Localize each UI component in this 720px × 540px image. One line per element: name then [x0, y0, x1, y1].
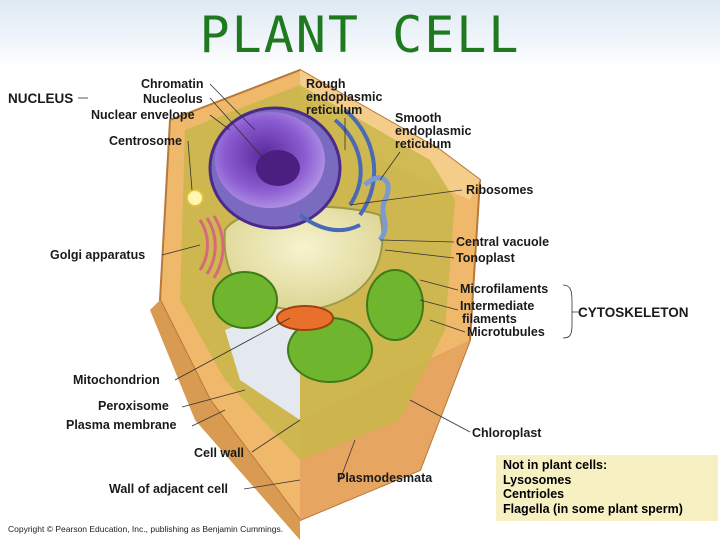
note-item-lysosomes: Lysosomes	[503, 472, 572, 487]
label-smooth-er-2: endoplasmic	[395, 124, 472, 138]
golgi-apparatus	[198, 215, 225, 279]
label-smooth-er-3: reticulum	[395, 137, 452, 151]
label-nucleus: NUCLEUS	[8, 91, 74, 106]
label-intermediate-2: filaments	[462, 312, 517, 326]
label-plasmodesmata: Plasmodesmata	[337, 471, 433, 485]
label-tonoplast: Tonoplast	[456, 251, 515, 265]
mitochondrion	[276, 305, 334, 331]
label-central-vacuole: Central vacuole	[456, 235, 550, 249]
label-ribosomes: Ribosomes	[466, 183, 534, 197]
chloroplasts	[212, 269, 424, 383]
cytosol-region	[225, 300, 300, 420]
label-microtubules: Microtubules	[467, 325, 545, 339]
label-microfilaments: Microfilaments	[460, 282, 549, 296]
leader-lines	[78, 83, 580, 490]
label-intermediate-1: Intermediate	[460, 299, 535, 313]
copyright-text: Copyright © Pearson Education, Inc., pub…	[8, 524, 284, 534]
title-banner: PLANT CELL	[0, 0, 720, 68]
label-nuclear-envelope: Nuclear envelope	[91, 108, 195, 122]
label-centrosome: Centrosome	[109, 134, 182, 148]
label-cell-wall: Cell wall	[194, 446, 245, 460]
label-golgi: Golgi apparatus	[50, 248, 146, 262]
label-mitochondrion: Mitochondrion	[73, 373, 160, 387]
page-title: PLANT CELL	[199, 6, 521, 64]
not-in-plant-cells-box: Not in plant cells: Lysosomes Centrioles…	[496, 455, 718, 521]
nucleus	[208, 106, 342, 230]
label-chloroplast: Chloroplast	[472, 426, 542, 440]
note-heading: Not in plant cells:	[503, 458, 608, 472]
label-rough-er-3: reticulum	[306, 103, 363, 117]
label-peroxisome: Peroxisome	[98, 399, 169, 413]
centrosome	[186, 189, 204, 207]
note-item-centrioles: Centrioles	[503, 487, 565, 501]
label-rough-er-2: endoplasmic	[306, 90, 383, 104]
note-item-flagella: Flagella (in some plant sperm)	[503, 501, 683, 516]
label-rough-er-1: Rough	[306, 77, 346, 91]
label-wall-adjacent-cell: Wall of adjacent cell	[109, 482, 229, 496]
label-smooth-er-1: Smooth	[395, 111, 442, 125]
label-nucleolus: Nucleolus	[143, 92, 203, 106]
label-plasma-membrane: Plasma membrane	[66, 418, 177, 432]
label-cytoskeleton: CYTOSKELETON	[578, 305, 689, 320]
label-chromatin: Chromatin	[141, 77, 204, 91]
